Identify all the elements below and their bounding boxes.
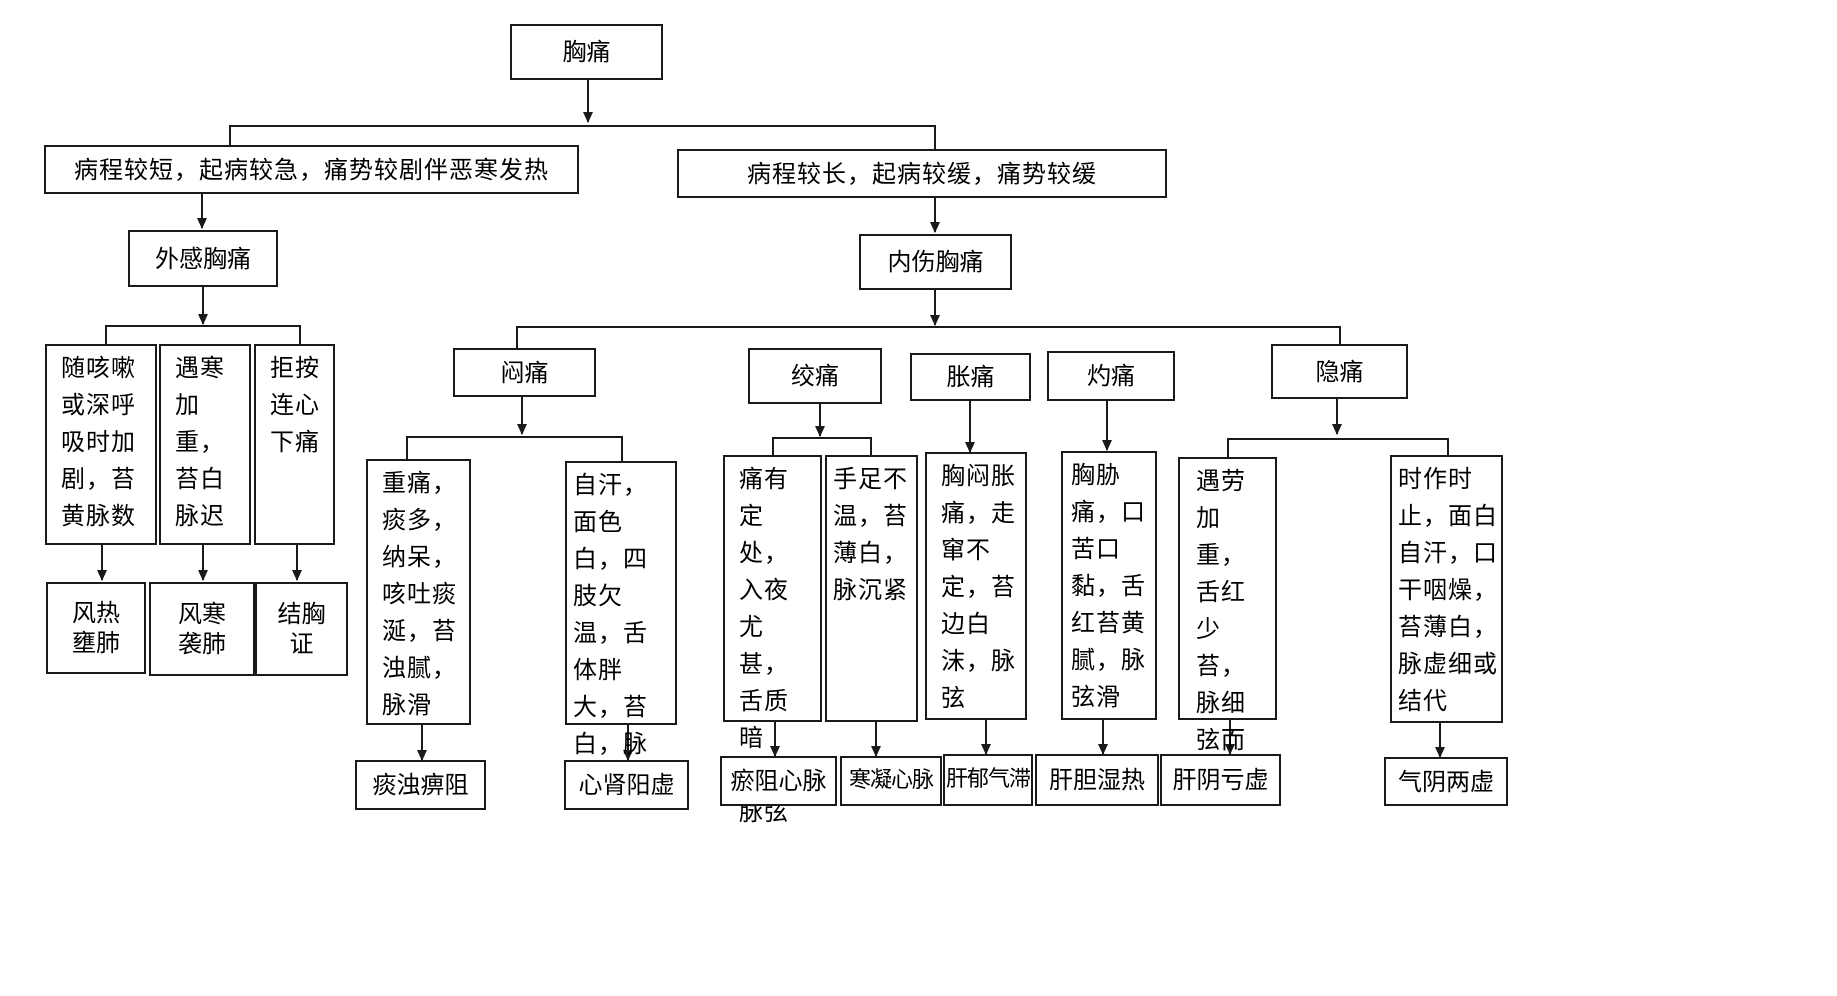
- internal-desc-3-1: 胸闷胀痛，走窜不定，苔边白沫，脉弦: [925, 452, 1027, 720]
- external-result-1: 风热壅肺: [46, 582, 146, 674]
- internal-result-5-1: 肝阴亏虚: [1160, 754, 1281, 806]
- internal-result-3-1: 肝郁气滞: [943, 754, 1033, 806]
- internal-result-1-1: 痰浊痹阻: [355, 760, 486, 810]
- pain-type-3: 胀痛: [910, 353, 1031, 401]
- external-desc-3: 拒按连心下痛: [254, 344, 335, 545]
- internal-result-5-2: 气阴两虚: [1384, 757, 1508, 806]
- chest-pain-flowchart: 胸痛 病程较短，起病较急，痛势较剧伴恶寒发热 外感胸痛 随咳嗽或深呼吸时加剧，苔…: [44, 24, 1508, 826]
- split-5: [1227, 438, 1449, 457]
- external-result-3: 结胸证: [255, 582, 348, 676]
- internal-desc-2-1: 痛有定处，入夜尤甚，舌质暗红，脉弦: [723, 455, 822, 826]
- pain-type-split: [516, 326, 1341, 348]
- internal-result-2-2: 寒凝心脉: [840, 756, 942, 806]
- external-desc-2: 遇寒加重，苔白脉迟: [159, 344, 251, 545]
- external-criteria-box: 病程较短，起病较急，痛势较剧伴恶寒发热: [44, 145, 579, 194]
- external-split: [105, 325, 301, 345]
- root-node: 胸痛: [510, 24, 663, 80]
- pain-type-1: 闷痛: [453, 348, 596, 397]
- split-2: [772, 437, 872, 455]
- pain-type-4: 灼痛: [1047, 351, 1175, 401]
- connector-lines: [97, 80, 1449, 761]
- external-category-box: 外感胸痛: [128, 230, 278, 287]
- internal-result-1-2: 心肾阳虚: [564, 760, 689, 810]
- internal-desc-2-2: 手足不温，苔薄白，脉沉紧: [825, 455, 918, 722]
- pain-type-2: 绞痛: [748, 348, 882, 404]
- criteria-split: [229, 125, 936, 149]
- internal-category-box: 内伤胸痛: [859, 234, 1012, 290]
- internal-desc-1-2: 自汗，面色 白，四肢欠温，舌体胖大，苔白，脉沉细: [565, 461, 677, 795]
- internal-desc-4-1: 胸胁痛，口苦口黏，舌红苔黄腻，脉弦滑: [1061, 451, 1157, 720]
- split-1: [406, 436, 623, 461]
- internal-result-2-1: 瘀阻心脉: [720, 756, 837, 806]
- internal-desc-1-1: 重痛，痰多，纳呆，咳吐痰涎，苔浊腻，脉滑: [366, 459, 471, 725]
- internal-desc-5-2: 时作时止，面白自汗，口干咽燥，苔薄白，脉虚细或结代: [1390, 455, 1503, 723]
- pain-type-5: 隐痛: [1271, 344, 1408, 399]
- external-result-2: 风寒袭肺: [149, 582, 255, 676]
- internal-criteria-box: 病程较长，起病较缓，痛势较缓: [677, 149, 1167, 198]
- internal-result-4-1: 肝胆湿热: [1035, 754, 1159, 806]
- internal-desc-5-1: 遇劳加重，舌红少苔，脉细弦而数: [1178, 457, 1277, 791]
- external-desc-1: 随咳嗽或深呼吸时加剧，苔黄脉数: [45, 344, 157, 545]
